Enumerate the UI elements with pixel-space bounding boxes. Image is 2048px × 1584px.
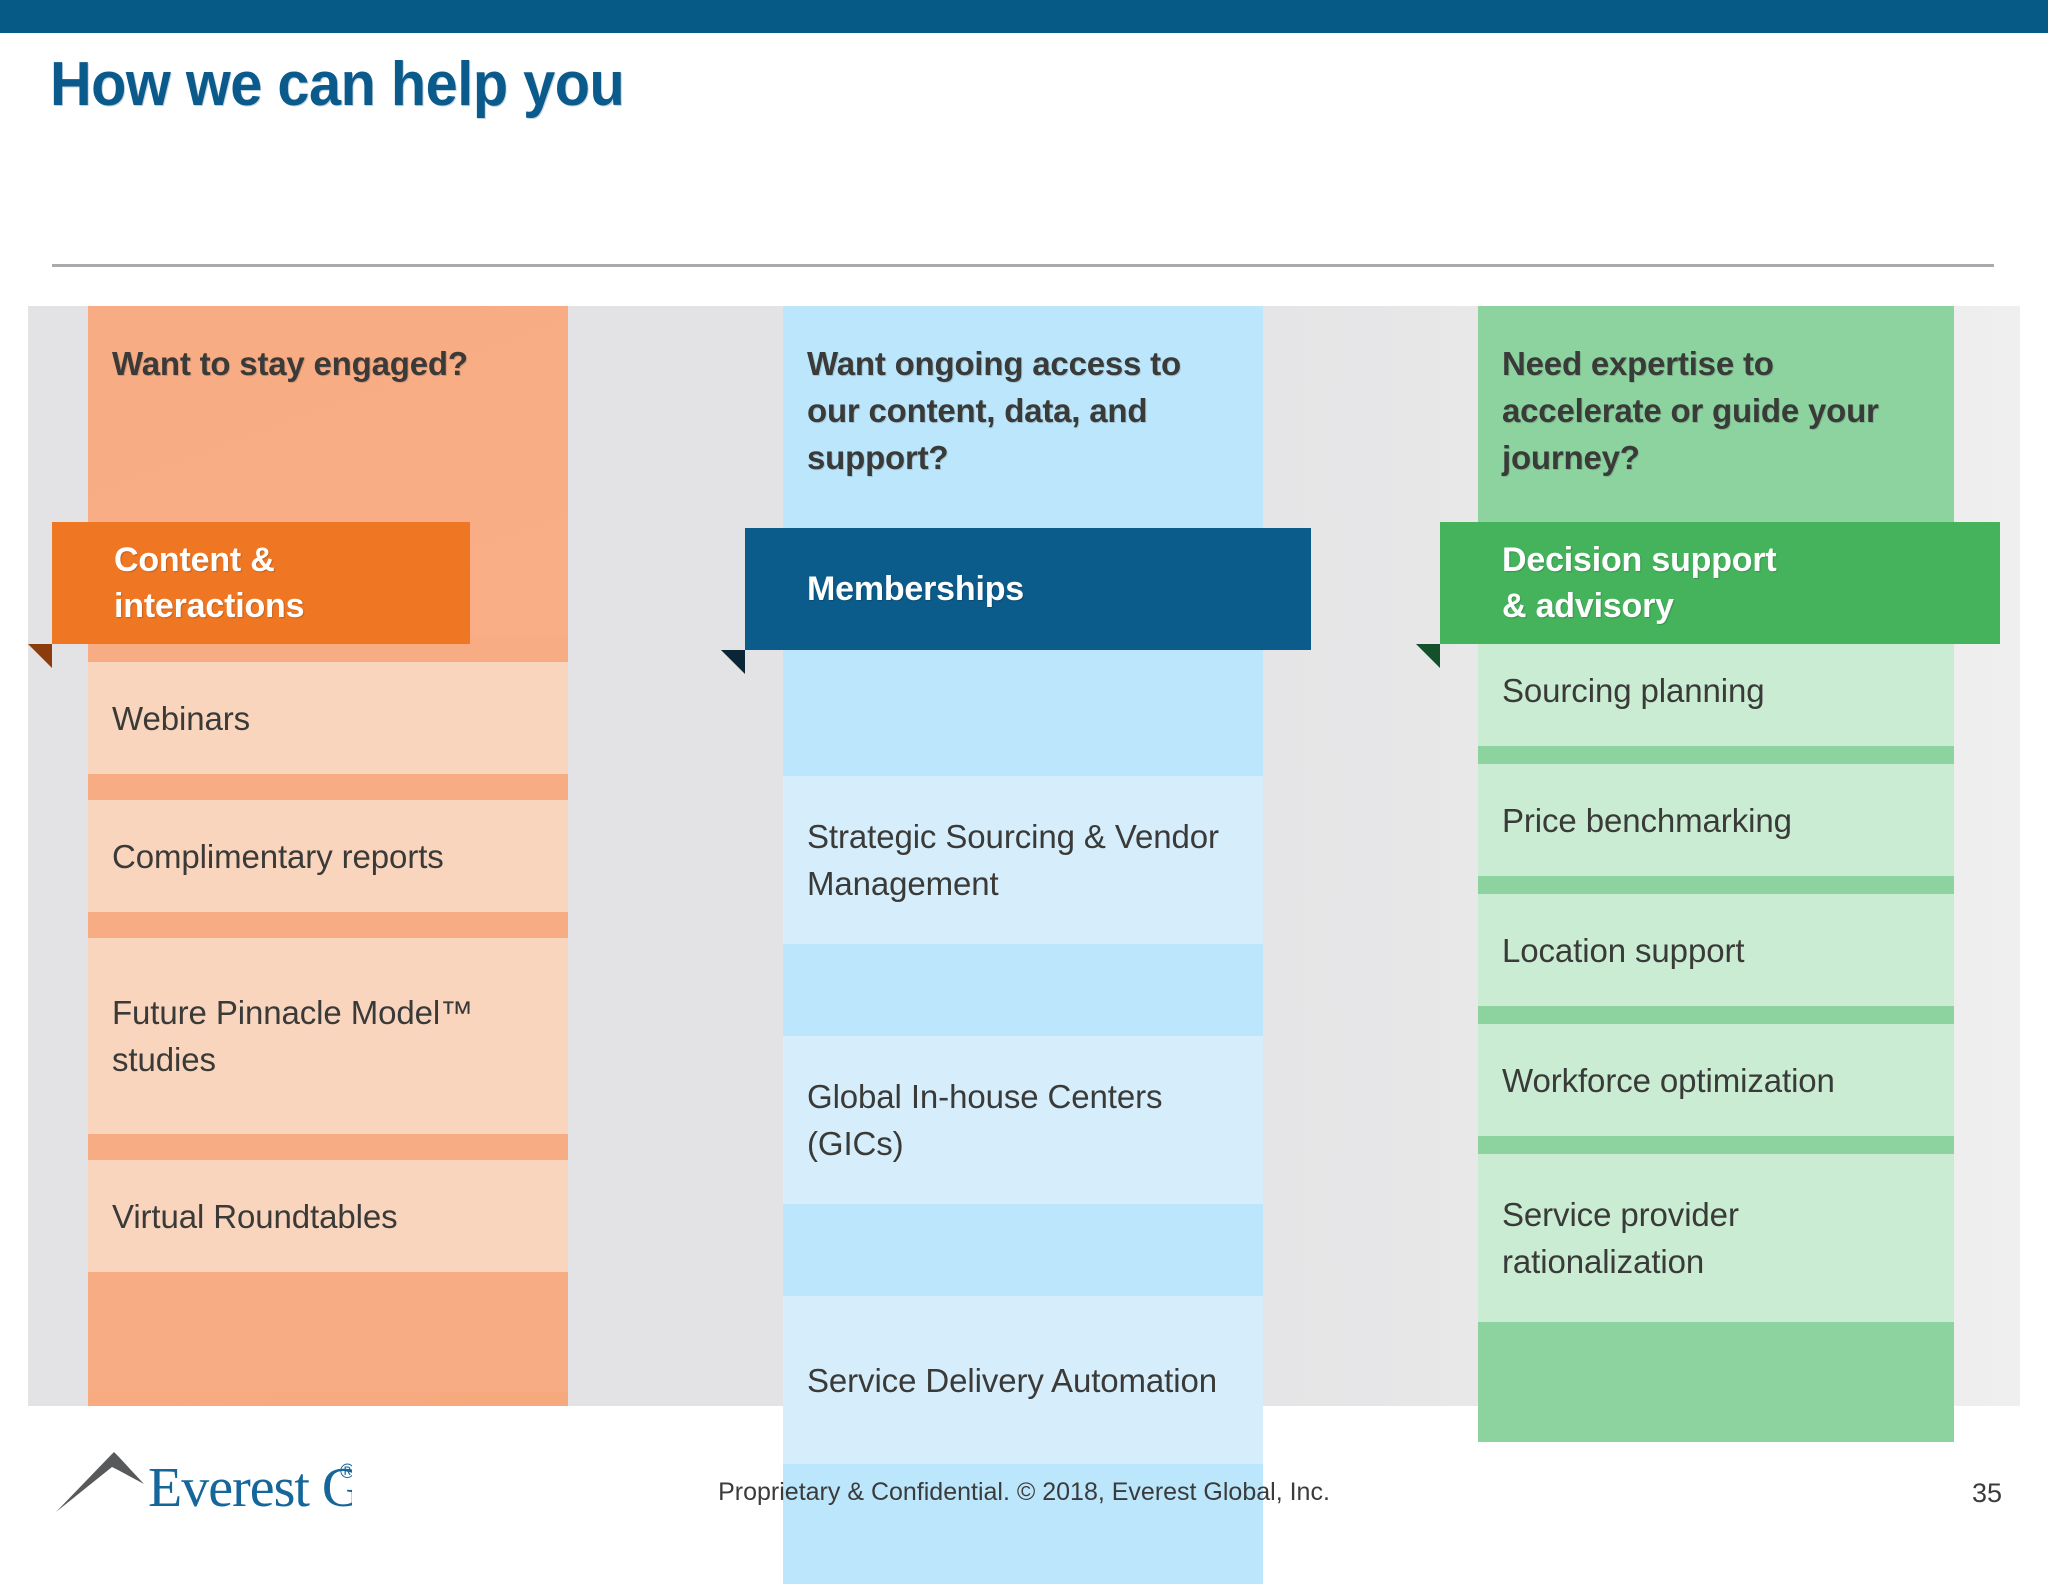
row-separator (88, 774, 568, 800)
list-item[interactable]: Price benchmarking (1478, 764, 1954, 876)
list-item-label: Strategic Sourcing & Vendor Management (807, 818, 1219, 902)
row-separator (1478, 746, 1954, 764)
page-number: 35 (1971, 1478, 2002, 1508)
ribbon-content-interactions[interactable]: Content &interactions (28, 522, 470, 668)
list-item[interactable]: Complimentary reports (88, 800, 568, 912)
list-item[interactable]: Workforce optimization (1478, 1024, 1954, 1136)
page-title: How we can help you (50, 50, 625, 119)
row-separator (783, 944, 1263, 1036)
row-separator (88, 1134, 568, 1160)
list-item[interactable]: Service Delivery Automation (783, 1296, 1263, 1464)
list-item-label: Location support (1502, 931, 1745, 969)
list-item[interactable]: Webinars (88, 662, 568, 774)
column-question-0: Want to stay engaged? (112, 345, 468, 382)
ribbon-fold-icon (1416, 644, 1440, 668)
list-item-label: Webinars (112, 699, 250, 737)
list-item-label: Price benchmarking (1502, 801, 1792, 839)
row-separator (1478, 1006, 1954, 1024)
list-item-label: Sourcing planning (1502, 671, 1765, 709)
list-item[interactable]: Future Pinnacle Model™ studies (88, 938, 568, 1134)
list-item-label: Service Delivery Automation (807, 1361, 1217, 1399)
list-item-label: Complimentary reports (112, 837, 444, 875)
row-separator (783, 684, 1263, 776)
column-decision-support-advisory: Need expertise to accelerate or guide yo… (1478, 306, 1954, 1442)
row-separator (88, 912, 568, 938)
ribbon-fold-icon (28, 644, 52, 668)
list-item[interactable]: Global In-house Centers (GICs) (783, 1036, 1263, 1204)
column-question-2: Need expertise to accelerate or guide yo… (1502, 345, 1879, 476)
svg-text:®: ® (340, 1461, 352, 1483)
list-item-label: Global In-house Centers (GICs) (807, 1078, 1163, 1162)
row-separator (88, 1272, 568, 1392)
column-memberships: Want ongoing access to our content, data… (783, 306, 1263, 1584)
svg-text:Everest Group: Everest Group (148, 1457, 352, 1519)
list-item[interactable]: Location support (1478, 894, 1954, 1006)
everest-group-logo: Everest Group ® (52, 1440, 352, 1520)
row-separator (1478, 1136, 1954, 1154)
list-item-label: Service provider rationalization (1502, 1196, 1739, 1280)
row-separator (1478, 1322, 1954, 1442)
list-item-label: Virtual Roundtables (112, 1197, 398, 1235)
ribbon-label-0: Content &interactions (114, 541, 305, 625)
list-item[interactable]: Service provider rationalization (1478, 1154, 1954, 1322)
list-item-label: Future Pinnacle Model™ studies (112, 994, 473, 1078)
title-divider (52, 264, 1994, 267)
ribbon-fold-icon (721, 650, 745, 674)
ribbon-decision-support-advisory[interactable]: Decision support& advisory (1416, 522, 2000, 668)
list-item-label: Workforce optimization (1502, 1061, 1835, 1099)
ribbon-label-2: Decision support& advisory (1502, 541, 1777, 625)
mountain-chevron-icon (56, 1452, 144, 1512)
list-item[interactable]: Strategic Sourcing & Vendor Management (783, 776, 1263, 944)
row-separator (783, 1204, 1263, 1296)
list-item[interactable]: Virtual Roundtables (88, 1160, 568, 1272)
ribbon-memberships[interactable]: Memberships (721, 528, 1311, 674)
list-item[interactable]: Sourcing planning (1478, 634, 1954, 746)
column-question-1: Want ongoing access to our content, data… (807, 345, 1181, 476)
copyright-notice: Proprietary & Confidential. © 2018, Ever… (718, 1478, 1330, 1506)
top-accent-bar (0, 0, 2048, 33)
row-separator (1478, 876, 1954, 894)
ribbon-label-1: Memberships (807, 570, 1024, 608)
